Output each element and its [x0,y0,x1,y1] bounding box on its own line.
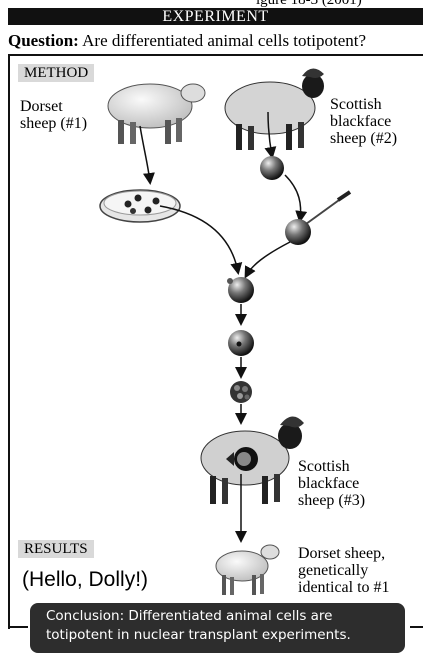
conclusion-line: totipotent in nuclear transplant experim… [46,626,405,645]
lamb-label-line: Dorset sheep, [298,545,390,562]
arrow-egg-to-enucleated [285,175,301,220]
sheep3-label-line: blackface [298,475,365,492]
lamb-label: Dorset sheep, genetically identical to #… [298,545,390,596]
dolly-lamb-icon [216,545,279,595]
arrow-sheep1-to-dish [140,126,150,182]
sheep3-label-line: sheep (#3) [298,492,365,509]
early-embryo-icon [230,381,252,403]
lamb-label-line: identical to #1 [298,579,390,596]
sheep2-label-line: Scottish [330,96,397,113]
sheep2-label-line: blackface [330,113,397,130]
sheep3-label-line: Scottish [298,458,365,475]
sheep2-label-line: sheep (#2) [330,130,397,147]
sheep3-label: Scottish blackface sheep (#3) [298,458,365,509]
blackface-sheep-2-icon [225,68,324,150]
method-label: METHOD [18,64,94,82]
lamb-label-line: genetically [298,562,390,579]
sheep2-label: Scottish blackface sheep (#2) [330,96,397,147]
sheep1-label-line: Dorset [20,98,87,115]
conclusion-line: Conclusion: Differentiated animal cells … [46,607,405,626]
sheep1-label-line: sheep (#1) [20,115,87,132]
results-label: RESULTS [18,540,94,558]
sheep1-label: Dorset sheep (#1) [20,98,87,132]
unfertilized-egg-icon [260,156,284,180]
dorset-sheep-1-icon [108,84,205,144]
hello-dolly-annotation: (Hello, Dolly!) [12,563,210,597]
blackface-sheep-3-icon [201,416,304,504]
arrow-egg-to-fusion [246,242,290,276]
petri-dish-icon [100,190,180,222]
